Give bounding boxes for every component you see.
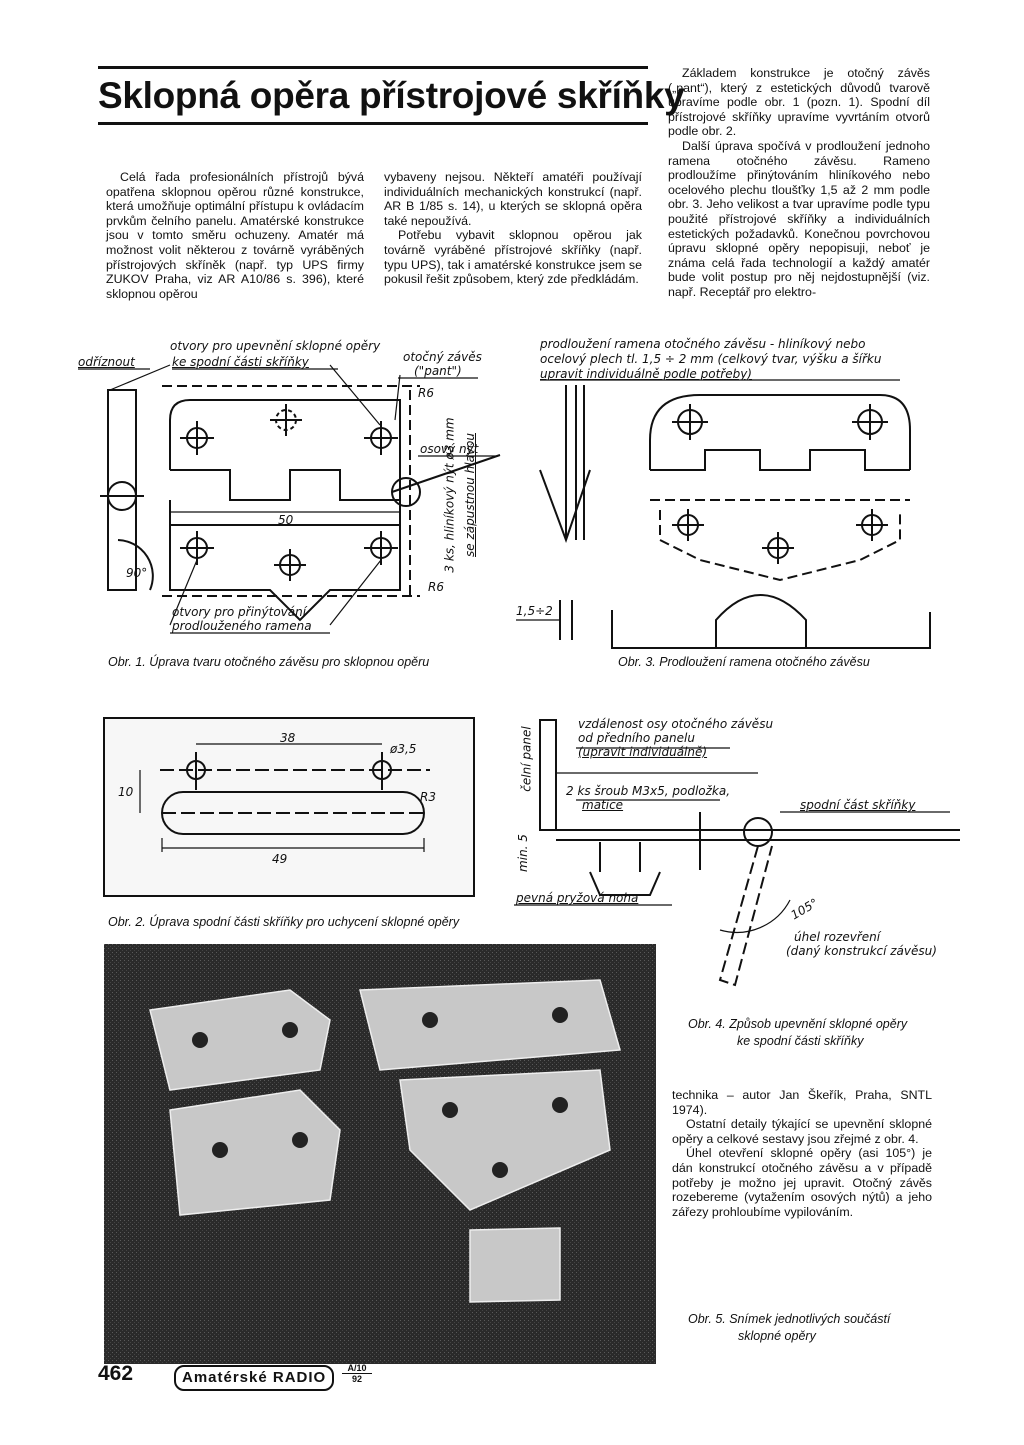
column-bottom-paragraph-3: Úhel otevření sklopné opěry (asi 105°) j… (672, 1146, 932, 1219)
fig1-dim-50: 50 (278, 513, 294, 527)
fig3-label-1: prodloužení ramena otočného závěsu - hli… (540, 337, 866, 351)
fig2-dim-38: 38 (280, 731, 296, 745)
column-bottom-right: technika – autor Jan Škeřík, Praha, SNTL… (672, 1088, 932, 1219)
page-number: 462 (98, 1362, 134, 1385)
fig1-label-holes-top-1: otvory pro upevnění sklopné opěry (170, 339, 381, 353)
page-title: Sklopná opěra přístrojové skříňky (98, 75, 685, 116)
fig1-caption: Obr. 1. Úprava tvaru otočného závěsu pro… (108, 655, 430, 669)
fig2-dim-49: 49 (272, 852, 288, 866)
fig4-label-dist-1: vzdálenost osy otočného závěsu (578, 717, 774, 731)
title-rule-bottom (98, 122, 648, 125)
fig3-dim-thickness: 1,5÷2 (516, 604, 553, 618)
fig1-label-rivet: osový nýt (420, 442, 479, 456)
title-rule-top (98, 66, 648, 69)
issue-top: A/10 (342, 1363, 372, 1374)
fig4-label-screw-1: 2 ks šroub M3x5, podložka, (566, 784, 731, 798)
fig4-label-screw-2: matice (582, 798, 624, 812)
fig3-label-3: upravit individuálně podle potřeby) (540, 367, 752, 381)
fig1-label-holes-bottom-1: otvory pro přinýtování (172, 605, 307, 619)
column-2-paragraph-1: vybaveny nejsou. Někteří amatéři používa… (384, 170, 642, 228)
fig1-dim-r6-top: R6 (418, 386, 434, 400)
column-2: vybaveny nejsou. Někteří amatéři používa… (384, 170, 642, 287)
fig3-caption: Obr. 3. Prodloužení ramena otočného závě… (618, 655, 870, 669)
fig1-dim-90: 90° (126, 566, 148, 580)
issue-bottom: 92 (351, 1374, 362, 1384)
fig3-label-2: ocelový plech tl. 1,5 ÷ 2 mm (celkový tv… (540, 352, 882, 366)
fig4-label-angle-2: (daný konstrukcí závěsu) (786, 944, 937, 958)
fig4-label-dist-3: (upravit individuálně) (578, 745, 708, 759)
column-bottom-paragraph-2: Ostatní detaily týkající se upevnění skl… (672, 1117, 932, 1146)
column-2-paragraph-2: Potřebu vybavit sklopnou opěrou jak tová… (384, 228, 642, 287)
fig4-label-bottom: spodní část skříňky (800, 798, 916, 812)
fig4-label-dist-2: od předního panelu (578, 731, 695, 745)
fig1-label-hinge-2: ("pant") (414, 364, 462, 378)
fig1-label-hinge-1: otočný závěs (403, 350, 482, 364)
fig2-dim-r3: R3 (420, 790, 436, 804)
fig2-caption: Obr. 2. Úprava spodní části skříňky pro … (108, 915, 460, 929)
column-bottom-paragraph-1: technika – autor Jan Škeřík, Praha, SNTL… (672, 1088, 932, 1117)
fig1-label-holes-top-2: ke spodní části skříňky (172, 355, 309, 369)
column-1: Celá řada profesionálních přístrojů bývá… (106, 170, 364, 301)
fig4-label-angle-1: úhel rozevření (794, 930, 881, 944)
column-3: Základem konstrukce je otočný závěs („pa… (668, 66, 930, 300)
column-3-paragraph-1: Základem konstrukce je otočný závěs („pa… (668, 66, 930, 139)
fig1-dim-r6-bottom: R6 (428, 580, 444, 594)
fig4-caption-1: Obr. 4. Způsob upevnění sklopné opěry (688, 1017, 908, 1031)
fig4-caption-2: ke spodní části skříňky (737, 1034, 864, 1048)
column-1-text: Celá řada profesionálních přístrojů bývá… (106, 170, 364, 301)
fig4-label-foot: pevná pryžová noha (516, 891, 639, 905)
magazine-logo: Amatérské RADIO (174, 1365, 335, 1391)
fig5-caption-1: Obr. 5. Snímek jednotlivých součástí (688, 1312, 891, 1326)
column-3-paragraph-2: Další úprava spočívá v prodloužení jedno… (668, 138, 930, 299)
fig2-dim-10: 10 (118, 785, 134, 799)
fig2-dim-d35: ø3,5 (390, 742, 417, 756)
fig1-label-cut: odříznout (78, 355, 135, 369)
issue-number: A/10 92 (342, 1363, 372, 1384)
fig5-caption-2: sklopné opěry (738, 1329, 816, 1343)
fig1-label-holes-bottom-2: prodlouženého ramena (172, 619, 312, 633)
